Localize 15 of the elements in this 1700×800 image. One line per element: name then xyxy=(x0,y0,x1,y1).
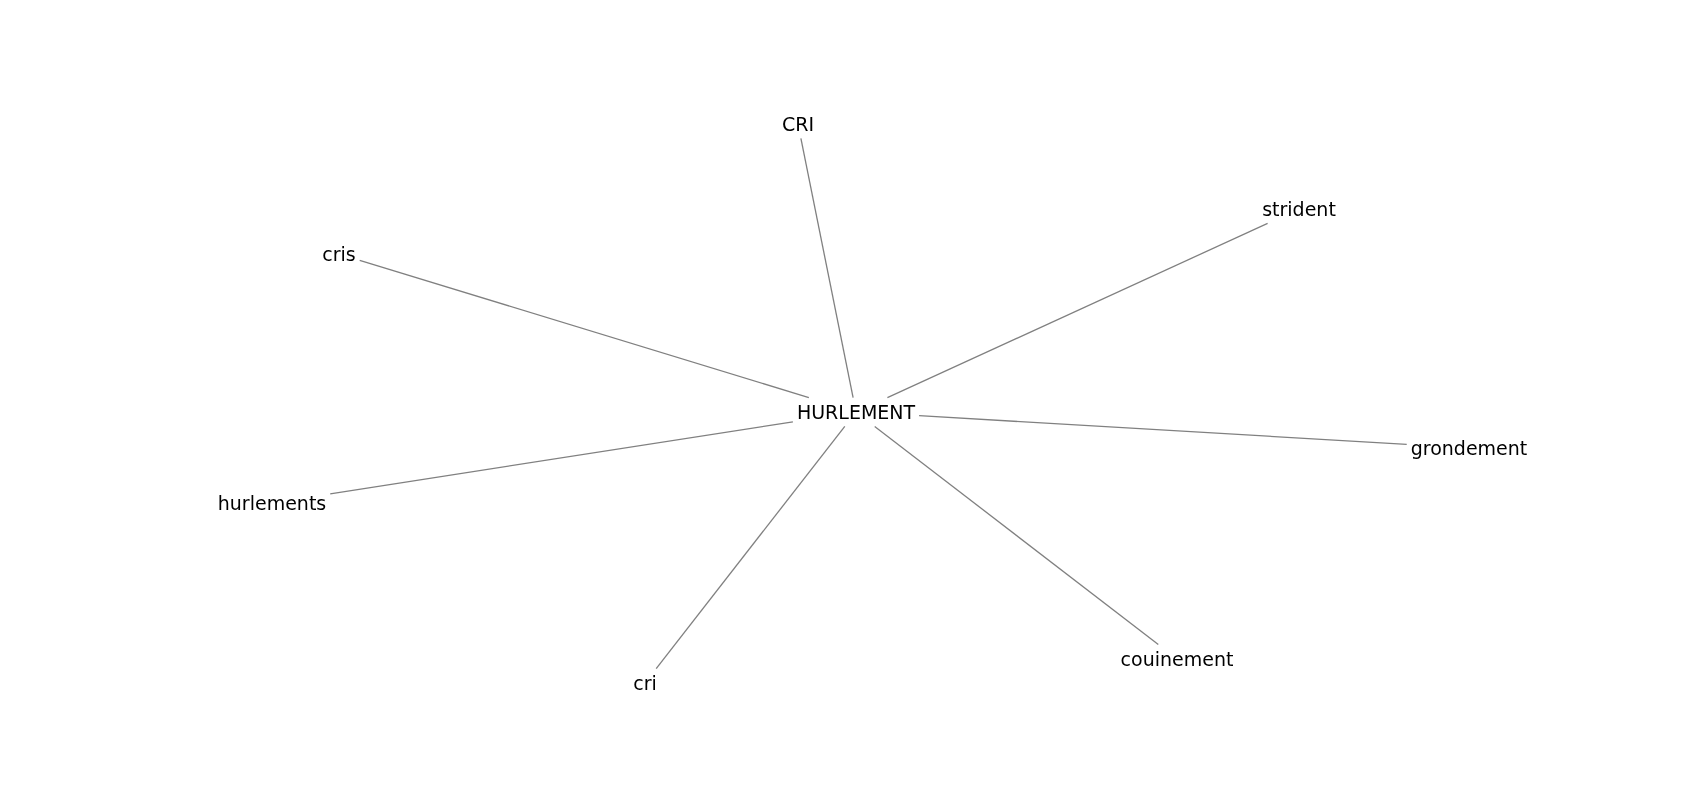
connector-line xyxy=(886,222,1269,399)
word-label: grondement xyxy=(1408,435,1530,461)
connector-line xyxy=(655,425,846,670)
word-label: HURLEMENT xyxy=(794,399,918,425)
word-label: couinement xyxy=(1118,646,1236,672)
connector-line xyxy=(359,259,810,399)
word-label: strident xyxy=(1260,196,1338,222)
connector-line xyxy=(918,415,1408,445)
word-label: hurlements xyxy=(215,490,329,516)
word-label: cri xyxy=(631,670,659,696)
word-label: CRI xyxy=(779,111,817,137)
connector-line xyxy=(329,421,794,495)
connector-line xyxy=(874,425,1159,646)
connector-line xyxy=(800,137,854,399)
word-label: cris xyxy=(320,241,358,267)
